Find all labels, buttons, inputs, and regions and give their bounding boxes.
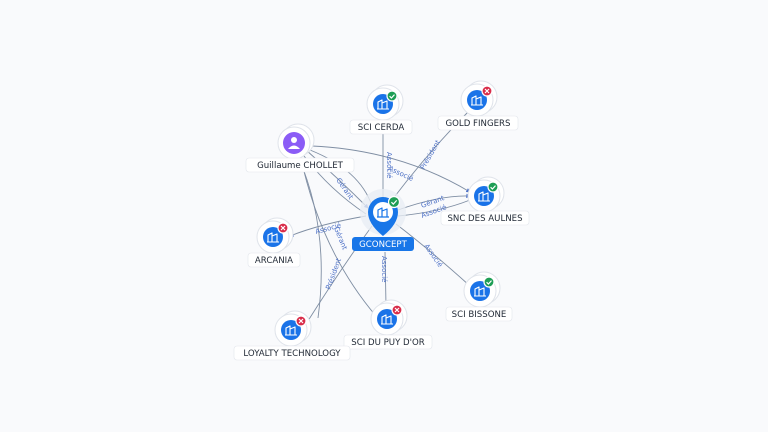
edge-label-puy: Associé bbox=[380, 256, 388, 282]
edge-label-chollet-gerant: Gérant bbox=[334, 177, 355, 202]
node-loyalty-technology[interactable]: LOYALTY TECHNOLOGY bbox=[233, 310, 351, 361]
edge-label-gold-fingers: Président bbox=[419, 139, 442, 171]
edge-bissone bbox=[395, 223, 471, 287]
person-label: Guillaume CHOLLET bbox=[257, 161, 344, 171]
active-badge-icon bbox=[386, 90, 398, 102]
edge-puy bbox=[383, 251, 389, 307]
node-guillaume-chollet[interactable]: Guillaume CHOLLET bbox=[245, 123, 355, 173]
company-label: SCI CERDA bbox=[358, 123, 405, 133]
company-label: LOYALTY TECHNOLOGY bbox=[243, 349, 341, 359]
edge-arcania bbox=[289, 215, 367, 237]
node-sci-du-puy-dor[interactable]: SCI DU PUY D'OR bbox=[343, 299, 433, 350]
edge-chollet-aulnes bbox=[311, 145, 471, 193]
building-icon bbox=[474, 286, 486, 297]
company-label: SNC DES AULNES bbox=[447, 214, 522, 224]
edge-label-bissone: Associé bbox=[422, 243, 444, 269]
building-icon bbox=[381, 314, 393, 325]
edge-loyalty bbox=[305, 225, 373, 325]
node-sci-bissone[interactable]: SCI BISSONE bbox=[445, 271, 513, 322]
building-icon bbox=[377, 99, 389, 110]
edge-chollet-puy bbox=[299, 153, 377, 317]
edge-label-loyalty: Président bbox=[324, 257, 343, 291]
building-icon bbox=[478, 191, 490, 202]
edge-aulnes-1 bbox=[397, 193, 471, 211]
active-badge-icon bbox=[487, 181, 499, 193]
building-icon bbox=[285, 325, 297, 336]
building-icon bbox=[377, 207, 389, 218]
edge-label-chollet-gerant2: Gérant bbox=[332, 226, 349, 252]
building-icon bbox=[267, 232, 279, 243]
person-icon bbox=[288, 137, 300, 149]
company-label: SCI BISSONE bbox=[452, 310, 507, 320]
node-sci-cerda[interactable]: SCI CERDA bbox=[349, 84, 413, 135]
edge-label-cerda: Associé bbox=[385, 152, 393, 178]
company-label: SCI DU PUY D'OR bbox=[351, 338, 425, 348]
center-label: GCONCEPT bbox=[359, 240, 407, 250]
active-badge-icon bbox=[483, 276, 495, 288]
node-gconcept[interactable]: GCONCEPT bbox=[352, 189, 414, 251]
active-badge-icon bbox=[387, 195, 401, 209]
company-label: ARCANIA bbox=[255, 256, 293, 266]
company-label: GOLD FINGERS bbox=[446, 119, 511, 129]
edge-chollet-loyalty bbox=[297, 155, 322, 319]
node-arcania[interactable]: ARCANIA bbox=[247, 217, 301, 268]
node-gold-fingers[interactable]: GOLD FINGERS bbox=[437, 80, 519, 131]
node-snc-des-aulnes[interactable]: SNC DES AULNES bbox=[440, 176, 530, 226]
building-icon bbox=[471, 95, 483, 106]
